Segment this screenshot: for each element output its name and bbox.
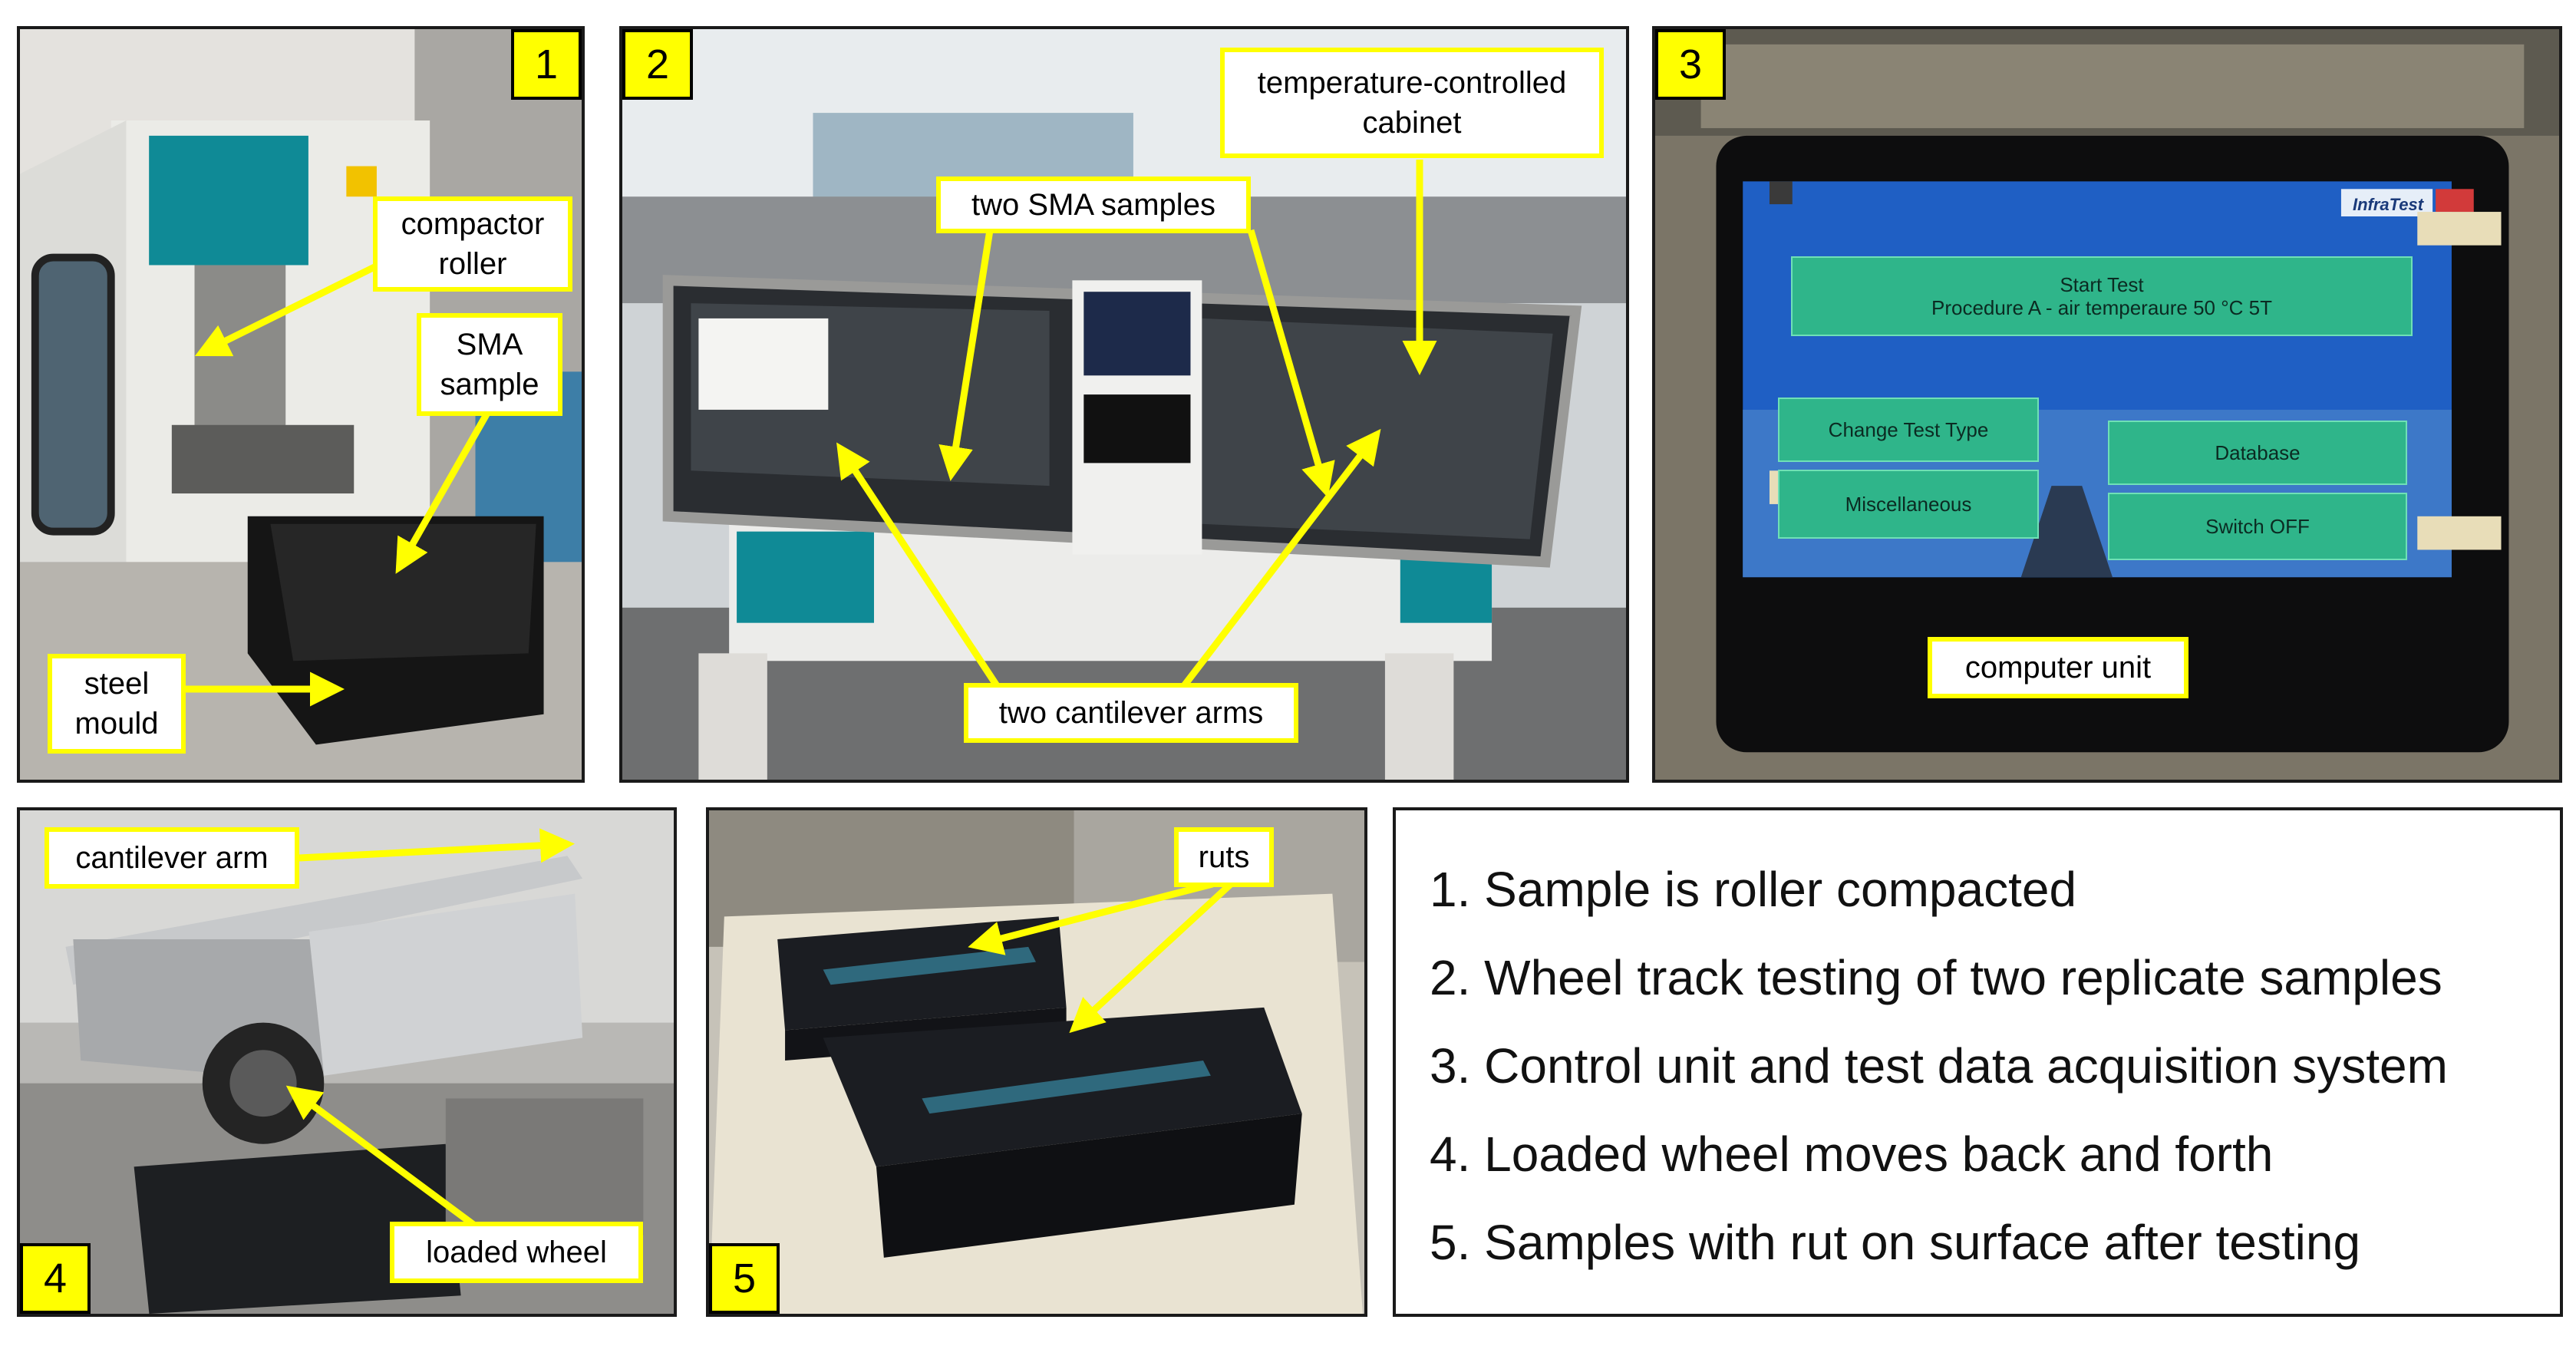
step-2: 2. Wheel track testing of two replicate … [1430, 950, 2442, 1005]
panel-number-badge: 1 [511, 29, 582, 100]
change-test-type-button[interactable]: Change Test Type [1778, 398, 2039, 462]
panel-number-badge: 5 [709, 1243, 780, 1314]
callout-ruts: ruts [1174, 827, 1274, 887]
panel-number-badge: 4 [20, 1243, 91, 1314]
panel-number-badge: 3 [1655, 29, 1726, 100]
steps-legend: 1. Sample is roller compacted 2. Wheel t… [1393, 807, 2563, 1317]
database-button[interactable]: Database [2108, 421, 2407, 485]
callout-two-cantilever-arms: two cantilever arms [964, 683, 1298, 743]
switch-off-button[interactable]: Switch OFF [2108, 493, 2407, 560]
callout-sma-sample: SMA sample [417, 313, 562, 416]
start-test-label: Start Test [2060, 273, 2144, 296]
steps-list: 1. Sample is roller compacted 2. Wheel t… [1430, 846, 2560, 1287]
step-5: 5. Samples with rut on surface after tes… [1430, 1215, 2361, 1270]
start-test-button[interactable]: Start Test Procedure A - air temperaure … [1791, 256, 2413, 336]
miscellaneous-button[interactable]: Miscellaneous [1778, 470, 2039, 539]
step-4: 4. Loaded wheel moves back and forth [1430, 1127, 2274, 1182]
callout-cantilever-arm: cantilever arm [45, 827, 299, 889]
callout-loaded-wheel: loaded wheel [390, 1222, 643, 1283]
step-1: 1. Sample is roller compacted [1430, 862, 2077, 917]
step-3: 3. Control unit and test data acquisitio… [1430, 1038, 2448, 1094]
photo-panel-3: Start Test Procedure A - air temperaure … [1652, 26, 2562, 783]
callout-temperature-cabinet: temperature-controlled cabinet [1220, 48, 1604, 158]
infratest-logo: InfraTest [2352, 195, 2424, 214]
callout-two-sma-samples: two SMA samples [936, 176, 1251, 233]
callout-compactor-roller: compactor roller [373, 196, 572, 292]
callout-computer-unit: computer unit [1928, 637, 2188, 698]
panel-number-badge: 2 [622, 29, 693, 100]
procedure-label: Procedure A - air temperaure 50 °C 5T [1931, 296, 2272, 319]
callout-steel-mould: steel mould [48, 654, 186, 754]
